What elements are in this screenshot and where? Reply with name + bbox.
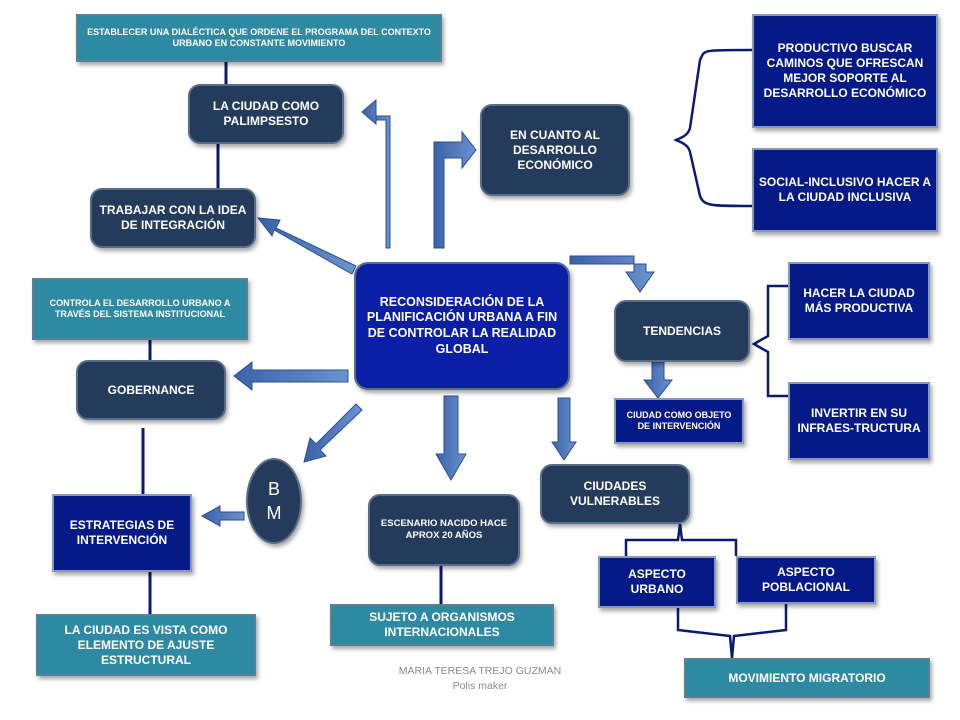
node-objeto: CIUDAD COMO OBJETO DE INTERVENCIÓN [614, 398, 744, 444]
node-social: SOCIAL-INCLUSIVO HACER A LA CIUDAD INCLU… [752, 148, 938, 232]
node-productivo: PRODUCTIVO BUSCAR CAMINOS QUE OFRESCAN M… [752, 14, 938, 128]
node-escenario: ESCENARIO NACIDO HACE APROX 20 AÑOS [368, 494, 520, 566]
node-center: RECONSIDERACIÓN DE LA PLANIFICACIÓN URBA… [354, 262, 570, 390]
node-palimpsesto: LA CIUDAD COMO PALIMPSESTO [188, 84, 344, 144]
connector-lines [141, 62, 443, 614]
arrow-gobernance [233, 360, 349, 392]
node-desarrollo: EN CUANTO AL DESARROLLO ECONÓMICO [480, 104, 630, 196]
arrow-escenario [435, 395, 467, 482]
node-tendencias: TENDENCIAS [614, 300, 750, 362]
brace-migratorio [676, 604, 788, 659]
brace-desarrollo [673, 48, 753, 208]
footer-credit: MARIA TERESA TREJO GUZMAN Polis maker [380, 664, 580, 693]
node-vulnerables: CIUDADES VULNERABLES [540, 464, 690, 524]
arrow-palimpsesto [361, 98, 391, 249]
block-arrows [200, 98, 674, 527]
node-ajuste: LA CIUDAD ES VISTA COMO ELEMENTO DE AJUS… [36, 614, 256, 676]
arrow-tendencias [569, 255, 655, 293]
arrow-estrategias [200, 505, 245, 527]
node-estrategias: ESTRATEGIAS DE INTERVENCIÓN [52, 494, 192, 572]
footer-author: MARIA TERESA TREJO GUZMAN [398, 665, 562, 677]
node-poblacional: ASPECTO POBLACIONAL [736, 556, 876, 604]
node-controla: CONTROLA EL DESARROLLO URBANO A TRAVÉS D… [32, 278, 248, 340]
bm-circle: B M [246, 458, 302, 544]
brace-tendencias [751, 284, 788, 398]
footer-subtitle: Polis maker [452, 679, 508, 692]
node-urbano: ASPECTO URBANO [598, 556, 716, 608]
node-migratorio: MOVIMIENTO MIGRATORIO [684, 658, 930, 698]
arrow-vulnerables [551, 397, 577, 461]
brace-vulnerables [624, 523, 738, 556]
bm-letter-b: B [267, 478, 280, 499]
node-establecer: ESTABLECER UNA DIALÉCTICA QUE ORDENE EL … [76, 14, 442, 62]
arrow-objeto [642, 361, 674, 399]
bm-letter-m: M [266, 503, 282, 523]
node-gobernance: GOBERNANCE [76, 360, 226, 420]
arrow-bm [303, 403, 363, 463]
node-productiva: HACER LA CIUDAD MÁS PRODUCTIVA [788, 262, 930, 340]
node-invertir: INVERTIR EN SU INFRAES-TRUCTURA [788, 382, 930, 460]
node-integracion: TRABAJAR CON LA IDEA DE INTEGRACIÓN [90, 188, 256, 248]
arrow-integracion [256, 217, 357, 275]
arrow-desarrollo [433, 130, 477, 249]
node-sujeto: SUJETO A ORGANISMOS INTERNACIONALES [330, 604, 554, 646]
